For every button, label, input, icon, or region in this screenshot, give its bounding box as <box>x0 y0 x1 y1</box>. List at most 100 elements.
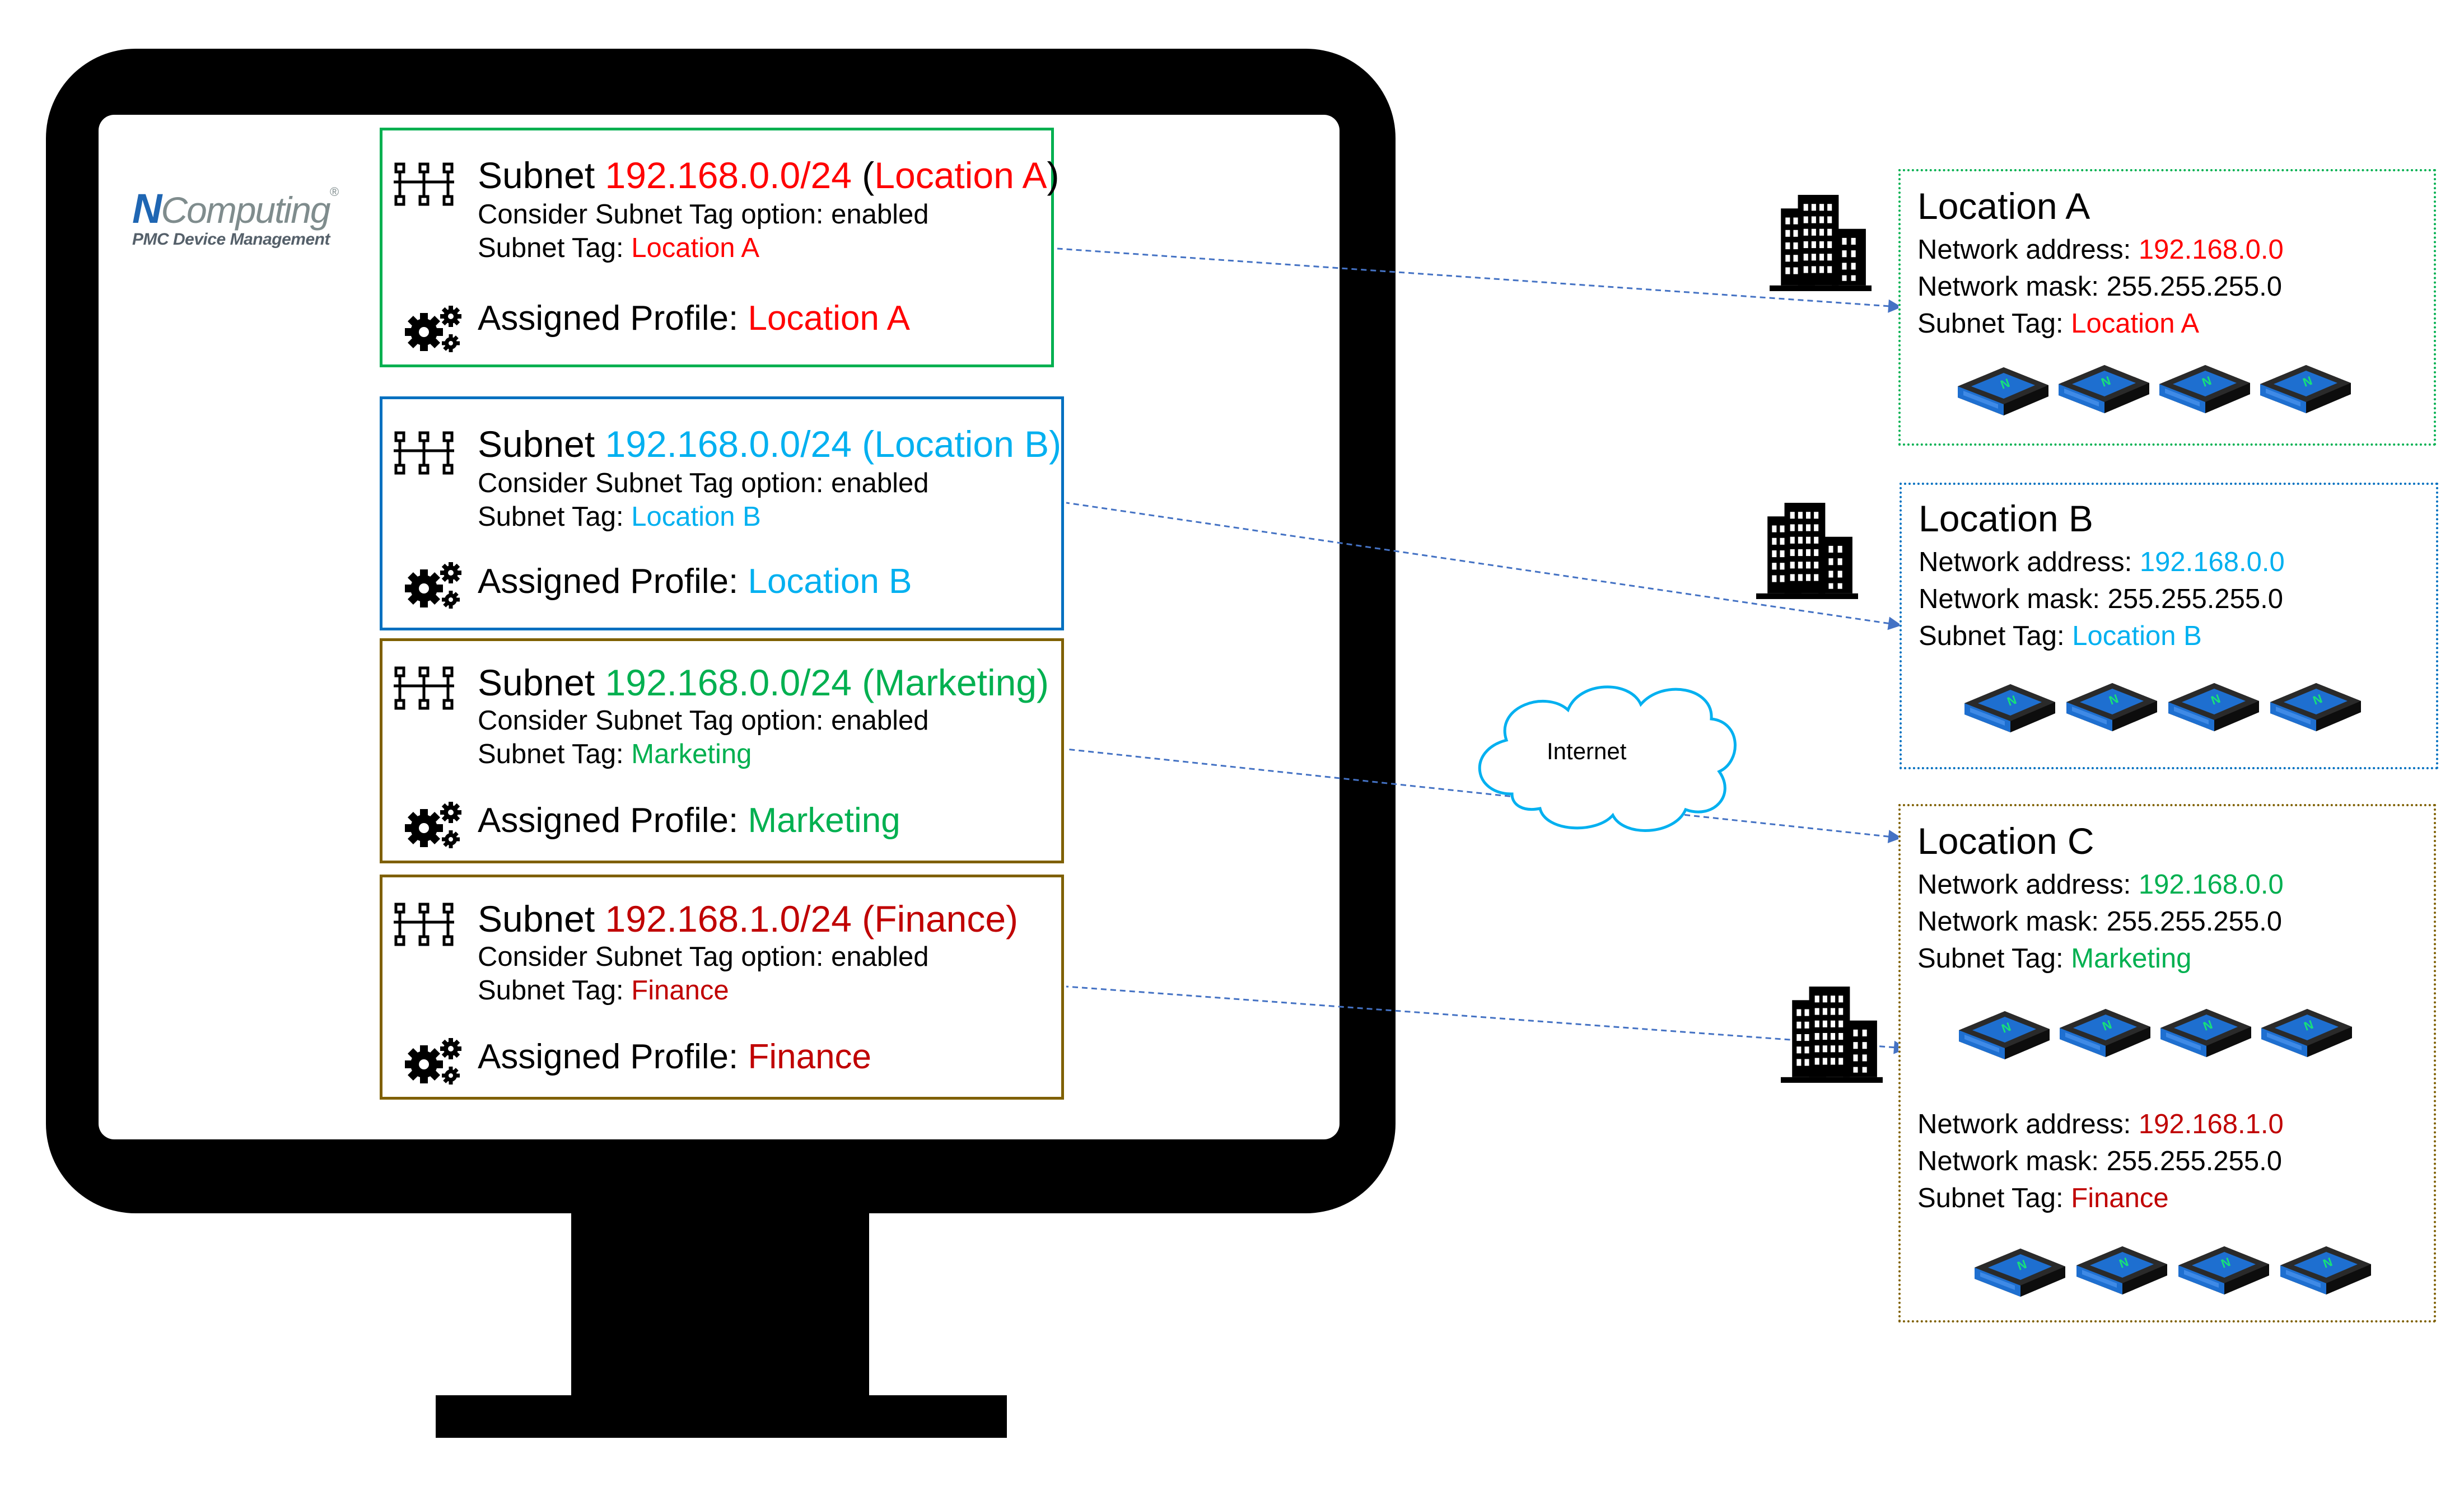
card-title: Subnet 192.168.1.0/24 (Finance) <box>478 898 1018 940</box>
subnet-tag-2: Subnet Tag: Finance <box>1917 1182 2169 1214</box>
subnet-card-marketing[interactable]: Subnet 192.168.0.0/24 (Marketing) Consid… <box>380 638 1064 863</box>
profile-prefix: Assigned Profile: <box>478 801 748 840</box>
logo-n: N <box>132 185 162 232</box>
subnet-tag-line: Subnet Tag: Location A <box>478 232 759 264</box>
location-c-box: Location C Network address: 192.168.0.0 … <box>1898 804 2436 1322</box>
thin-client-device <box>1962 673 2057 735</box>
building-icon-location-c <box>1781 987 1883 1083</box>
assigned-profile: Assigned Profile: Marketing <box>478 801 900 840</box>
location-b-box: Location B Network address: 192.168.0.0 … <box>1900 483 2438 769</box>
tag-value: Finance <box>2071 1183 2169 1213</box>
location-title: Location C <box>1917 820 2094 862</box>
thin-client-device <box>2258 354 2353 415</box>
tag-prefix: Subnet Tag: <box>1917 1183 2071 1213</box>
address-value: 192.168.0.0 <box>2138 235 2284 265</box>
tag-value: Location A <box>631 233 760 263</box>
subnet-tag-line: Subnet Tag: Marketing <box>478 739 752 770</box>
thin-client-device <box>2259 998 2354 1059</box>
network-mask: Network mask: 255.255.255.0 <box>1919 584 2283 614</box>
subnet-card-location-a[interactable]: Subnet 192.168.0.0/24 (Location A) Consi… <box>380 128 1060 367</box>
subnet-tag-line: Subnet Tag: Finance <box>478 975 729 1006</box>
tag-prefix: Subnet Tag: <box>478 975 632 1006</box>
profile-value: Location A <box>748 299 911 338</box>
tag-value: Marketing <box>631 739 752 769</box>
network-mask: Network mask: 255.255.255.0 <box>1917 906 2282 937</box>
logo-subtitle: PMC Device Management <box>132 230 330 249</box>
thin-client-device <box>1956 356 2051 418</box>
tag-prefix: Subnet Tag: <box>1917 309 2071 339</box>
subnet-tag-line: Subnet Tag: Location B <box>478 501 761 532</box>
card-title: Subnet 192.168.0.0/24 (Marketing) <box>478 661 1049 704</box>
consider-tag-option: Consider Subnet Tag option: enabled <box>478 942 929 972</box>
ncomputing-logo: NComputing® PMC Device Management <box>132 185 367 249</box>
thin-client-device <box>1957 1000 2052 1062</box>
thin-client-device <box>2074 1235 2169 1297</box>
consider-tag-option: Consider Subnet Tag option: enabled <box>478 199 929 230</box>
network-mask: Network mask: 255.255.255.0 <box>1917 272 2282 302</box>
subnet-card-location-b[interactable]: Subnet 192.168.0.0/24 (Location B) Consi… <box>380 396 1064 630</box>
profile-prefix: Assigned Profile: <box>478 299 748 338</box>
thin-client-device <box>1972 1237 2068 1299</box>
address-prefix: Network address: <box>1917 235 2139 265</box>
address-prefix: Network address: <box>1917 1109 2139 1139</box>
tag-value: Location B <box>631 502 761 532</box>
network-icon <box>393 431 455 478</box>
thin-client-device <box>2158 998 2253 1059</box>
gears-icon <box>402 1036 463 1085</box>
building-icon-location-b <box>1756 503 1858 599</box>
tag-prefix: Subnet Tag: <box>1919 621 2073 651</box>
network-address: Network address: 192.168.0.0 <box>1917 234 2284 265</box>
thin-client-device <box>2056 354 2152 415</box>
network-icon <box>393 902 455 949</box>
building-icon-location-a <box>1770 195 1872 291</box>
logo-tm: ® <box>329 185 339 199</box>
profile-value: Finance <box>748 1037 872 1076</box>
subnet-value: 192.168.0.0/24 (Marketing) <box>605 662 1049 703</box>
thin-client-device <box>2268 672 2363 733</box>
card-title: Subnet 192.168.0.0/24 (Location A) <box>478 154 1060 197</box>
paren-open: ( <box>851 155 875 196</box>
profile-value: Location B <box>748 562 912 601</box>
location-a-box: Location A Network address: 192.168.0.0 … <box>1898 169 2436 446</box>
location-title: Location B <box>1919 498 2093 539</box>
address-prefix: Network address: <box>1919 547 2140 577</box>
address-value: 192.168.1.0 <box>2138 1109 2284 1139</box>
title-prefix: Subnet <box>478 898 605 940</box>
tag-prefix: Subnet Tag: <box>1917 943 2071 974</box>
gears-icon <box>402 560 463 609</box>
subnet-tag: Subnet Tag: Location A <box>1917 308 2199 339</box>
tag-prefix: Subnet Tag: <box>478 233 632 263</box>
cloud-label: Internet <box>1547 738 1627 764</box>
subnet-tag: Subnet Tag: Location B <box>1919 620 2202 652</box>
subnet-label: Location A <box>874 155 1047 196</box>
thin-client-device <box>2166 672 2261 733</box>
monitor-stand-base <box>436 1395 1007 1438</box>
assigned-profile: Assigned Profile: Finance <box>478 1037 871 1077</box>
network-mask-2: Network mask: 255.255.255.0 <box>1917 1146 2282 1176</box>
thin-client-device <box>2157 354 2252 415</box>
profile-prefix: Assigned Profile: <box>478 562 748 601</box>
title-prefix: Subnet <box>478 662 605 703</box>
card-title: Subnet 192.168.0.0/24 (Location B) <box>478 423 1061 465</box>
logo-wordmark: NComputing® <box>132 185 367 232</box>
tag-value: Location B <box>2072 621 2202 651</box>
subnet-value: 192.168.0.0/24 <box>605 155 852 196</box>
assigned-profile: Assigned Profile: Location A <box>478 298 910 338</box>
assigned-profile: Assigned Profile: Location B <box>478 562 912 601</box>
network-icon <box>393 666 455 713</box>
network-icon <box>393 162 455 209</box>
subnet-card-finance[interactable]: Subnet 192.168.1.0/24 (Finance) Consider… <box>380 875 1064 1100</box>
tag-prefix: Subnet Tag: <box>478 739 632 769</box>
monitor-stand-neck <box>571 1198 869 1405</box>
title-prefix: Subnet <box>478 423 605 465</box>
address-value: 192.168.0.0 <box>2139 547 2285 577</box>
gears-icon <box>402 800 463 848</box>
consider-tag-option: Consider Subnet Tag option: enabled <box>478 705 929 736</box>
profile-value: Marketing <box>748 801 900 840</box>
tag-value: Location A <box>2071 309 2200 339</box>
address-prefix: Network address: <box>1917 870 2139 900</box>
network-address: Network address: 192.168.0.0 <box>1917 869 2284 900</box>
location-title: Location A <box>1917 185 2090 227</box>
tag-prefix: Subnet Tag: <box>478 502 632 532</box>
address-value: 192.168.0.0 <box>2138 870 2284 900</box>
